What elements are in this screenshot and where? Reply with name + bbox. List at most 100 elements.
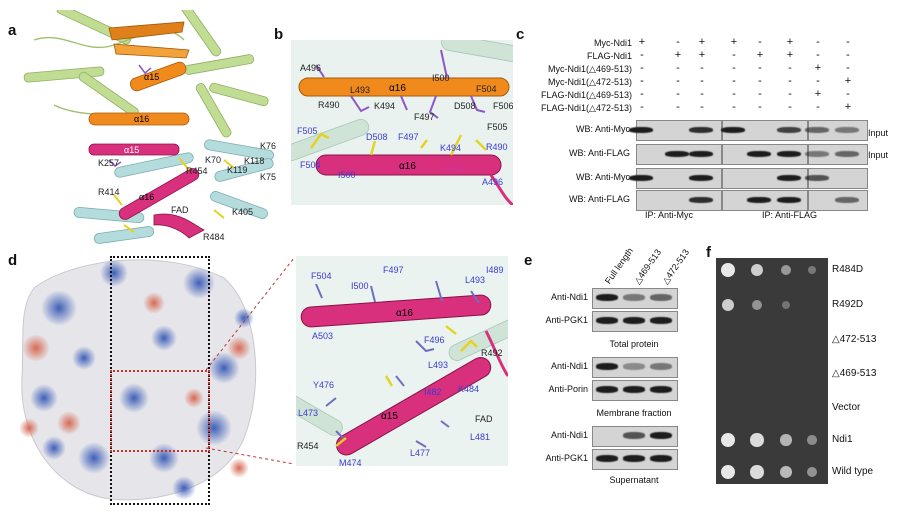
panel-c-sign: -	[732, 49, 736, 61]
panel-e-blot-strip	[592, 357, 678, 378]
panel-c-sign: +	[756, 49, 764, 61]
panel-f-colony-spot	[807, 435, 817, 445]
panel-b-residue: A496	[300, 63, 322, 73]
panel-c-sign: -	[640, 62, 644, 74]
panel-f-colony-spot	[721, 263, 735, 277]
panel-c-condition-label: Myc-Ndi1(△472-513)	[548, 77, 632, 87]
panel-c-sign: -	[816, 75, 820, 87]
panel-c-condition-label: Myc-Ndi1	[593, 38, 632, 48]
panel-c-sign: -	[640, 49, 644, 61]
panel-e-row-label: Anti-Ndi1	[550, 292, 588, 302]
panel-c-band	[665, 151, 689, 157]
panel-b-residue: F497	[414, 112, 435, 122]
panel-c-sign: -	[758, 101, 762, 113]
panel-c-sign: +	[844, 75, 852, 87]
panel-e-band	[650, 363, 672, 370]
panel-c-sign: -	[700, 62, 704, 74]
panel-f-colony-spot	[807, 467, 817, 477]
panel-letter-c: c	[516, 26, 525, 43]
panel-c-row-label: WB: Anti-Myc	[575, 124, 630, 134]
panel-f-colony-spot	[780, 466, 792, 478]
panel-letter-d: d	[8, 252, 18, 269]
panel-e-band	[596, 294, 618, 301]
panel-f-colony-spot	[807, 265, 817, 275]
panel-c-sign: -	[732, 88, 736, 100]
panel-c-condition-label: Myc-Ndi1(△469-513)	[548, 64, 632, 74]
panel-e-band	[650, 386, 672, 393]
panel-c-condition-label: FLAG-Ndi1(△472-513)	[541, 103, 632, 113]
panel-a-residue: K119	[227, 165, 248, 175]
panel-a-residue: K405	[232, 207, 254, 217]
panel-f-colony-spot	[780, 434, 792, 446]
panel-c-row-label: WB: Anti-FLAG	[568, 194, 630, 204]
panel-d-residue: I500	[351, 281, 369, 291]
panel-d-residue: L473	[298, 408, 319, 418]
panel-e-row-label: Anti-PGK1	[545, 453, 588, 463]
panel-c-band	[629, 127, 653, 133]
panel-c-input-label: Input	[868, 128, 889, 138]
panel-d-residue: L493	[428, 360, 449, 370]
panel-c-band	[721, 127, 745, 133]
panel-c-sign: -	[816, 101, 820, 113]
panel-d-zoom: α16 α15	[296, 256, 508, 466]
panel-e-band	[623, 432, 645, 439]
panel-b-residue: L493	[444, 163, 465, 173]
panel-e-caption: Supernatant	[609, 475, 659, 485]
panel-f-strain-label: △472-513	[832, 334, 877, 345]
panel-d-residue: R492	[481, 348, 503, 358]
panel-c-sign: -	[676, 62, 680, 74]
panel-b-residue: L493	[350, 85, 371, 95]
panel-b-residue: I500	[432, 73, 450, 83]
panel-c-band	[835, 127, 859, 133]
panel-e-band	[596, 317, 618, 324]
panel-a-residue: K76	[260, 141, 277, 151]
panel-c-sign: +	[814, 88, 822, 100]
panel-d-helix-top: α16	[396, 308, 413, 319]
panel-d-residue: L477	[410, 448, 431, 458]
panel-d-residue: F497	[383, 265, 404, 275]
panel-b-helix-bottom: α16	[399, 161, 416, 172]
panel-b-residue: R490	[318, 100, 340, 110]
panel-c-sign: -	[816, 49, 820, 61]
panel-c-input-label: Input	[868, 150, 889, 160]
panel-d-residue: I482	[424, 387, 442, 397]
panel-c-sign: -	[700, 75, 704, 87]
panel-d-residue: FAD	[475, 414, 493, 424]
panel-b-residue: D508	[366, 132, 388, 142]
panel-a-residue: R414	[98, 187, 120, 197]
panel-c-sign: -	[640, 101, 644, 113]
panel-c-band	[777, 175, 801, 181]
panel-d-residue: M474	[339, 458, 362, 468]
panel-c-band	[777, 151, 801, 157]
panel-e-band	[596, 386, 618, 393]
panel-c-condition-label: FLAG-Ndi1(△469-513)	[541, 90, 632, 100]
panel-e-band	[623, 386, 645, 393]
panel-c-band	[805, 151, 829, 157]
panel-c-sign: -	[732, 101, 736, 113]
panel-c-ip-label: IP: Anti-FLAG	[762, 210, 818, 220]
panel-b-residue: F497	[398, 132, 419, 142]
panel-e-column-label: △469-513	[632, 247, 664, 286]
panel-c-sign: -	[700, 88, 704, 100]
panel-c-band	[835, 197, 859, 203]
panel-letter-b: b	[274, 26, 284, 43]
panel-f-colony-spot	[781, 300, 791, 310]
panel-a-helix-label: α15	[124, 145, 139, 155]
panel-c-sign: +	[674, 49, 682, 61]
panel-d-residue: K484	[458, 384, 480, 394]
panel-b-residue: F505	[487, 122, 508, 132]
panel-f-colony-spot	[750, 263, 764, 277]
panel-b-helix-top: α16	[389, 83, 406, 94]
panel-a-residue: K118	[244, 156, 265, 166]
panel-c-band	[835, 151, 859, 157]
panel-c-sign: -	[758, 88, 762, 100]
panel-c-condition-label: FLAG-Ndi1	[586, 51, 632, 61]
panel-c-sign: +	[730, 36, 738, 48]
panel-e-band	[623, 294, 645, 301]
panel-c-sign: +	[698, 49, 706, 61]
panel-f-strain-label: Ndi1	[832, 434, 853, 445]
panel-letter-f: f	[706, 244, 711, 261]
panel-e-band	[650, 294, 672, 301]
panel-b-residue: R490	[486, 142, 508, 152]
panel-b-residue: D508	[454, 101, 476, 111]
